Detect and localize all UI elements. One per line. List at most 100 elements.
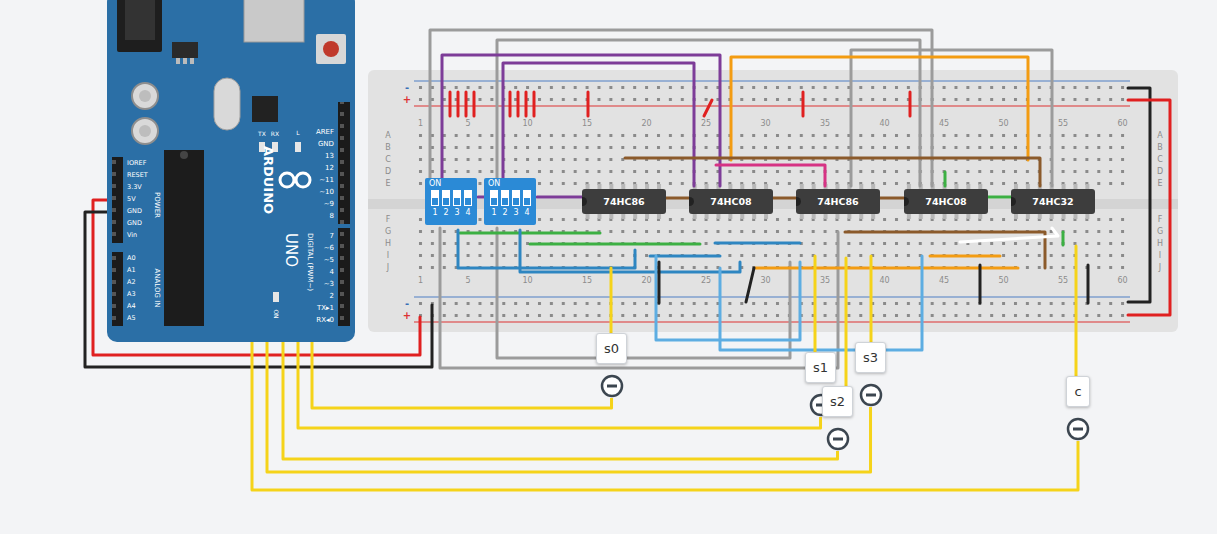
pin-label: A5 [127, 315, 136, 322]
breadboard-label: B [385, 144, 391, 152]
pin-label: ~5 [324, 257, 334, 264]
jumper-wire [587, 92, 590, 116]
switch-label: 2 [502, 209, 507, 217]
breadboard-label: 20 [642, 120, 652, 128]
pin-label: IOREF [127, 160, 146, 167]
breadboard-label: H [385, 240, 391, 248]
breadboard-label: J [387, 264, 389, 272]
jumper-wire [960, 228, 1058, 242]
breadboard-label: H [1157, 240, 1163, 248]
arduino-board: AREFGND1312~11~10~987~6~54~32TX▸1RX◂0DIG… [107, 0, 355, 342]
switch-label: 1 [491, 209, 496, 217]
jumper-wire [731, 57, 1028, 160]
logo [280, 173, 294, 187]
logic-chip: 74HC86 [796, 189, 880, 214]
rail-line [414, 297, 1130, 298]
jumper-wire [440, 228, 838, 368]
voltage-probe: s0 [596, 333, 627, 398]
probe-label: c [1066, 376, 1089, 407]
breadboard-label: + [403, 95, 411, 105]
probe-terminal [1066, 417, 1090, 441]
breadboard-label: 25 [701, 277, 711, 285]
led [273, 292, 279, 302]
probe-wire [252, 342, 1078, 490]
breadboard-label: D [1157, 168, 1163, 176]
pin-label: UNO [283, 233, 298, 267]
pin-label: ~6 [324, 245, 334, 252]
switch-slider [454, 198, 460, 205]
chip-label: 74HC86 [603, 197, 644, 207]
breadboard-label: 40 [880, 120, 890, 128]
breadboard-label: 5 [466, 120, 471, 128]
jumper-wire [720, 256, 922, 350]
jumper-wire [851, 50, 1052, 186]
pin-label: A3 [127, 291, 136, 298]
jumper-wire [430, 30, 932, 186]
jumper-wire [442, 55, 720, 186]
pin-label: L [296, 130, 299, 136]
pin-label: A4 [127, 303, 136, 310]
switch-window [442, 190, 450, 206]
pin-label: ~3 [324, 281, 334, 288]
breadboard-label: C [385, 156, 391, 164]
switch-window [464, 190, 472, 206]
power-wire [1128, 100, 1170, 315]
pin-header [338, 228, 350, 326]
probe-label: s0 [596, 333, 627, 364]
pin-label: 4 [330, 269, 334, 276]
jumper-wire [658, 262, 661, 303]
switch-window [453, 190, 461, 206]
voltage-probe: s3 [855, 342, 886, 407]
switch-label: ON [429, 180, 441, 188]
jumper-wire [537, 196, 582, 199]
probe-terminal [1073, 428, 1083, 431]
pin-label: 7 [330, 233, 334, 240]
jumper-wire [650, 255, 720, 258]
rail-line [414, 81, 1130, 82]
probe-lead [1075, 246, 1078, 379]
breadboard-label: 1 [418, 120, 423, 128]
probe-lead [814, 256, 817, 355]
crystal [214, 78, 240, 130]
pin-label: A2 [127, 279, 136, 286]
breadboard-label: J [1159, 264, 1161, 272]
breadboard-label: 5 [466, 277, 471, 285]
chip-legs [1011, 214, 1095, 219]
breadboard-label: 45 [939, 120, 949, 128]
led [295, 142, 301, 152]
breadboard-label: 30 [761, 120, 771, 128]
pin-label: 8 [330, 213, 334, 220]
jumper-wire [666, 197, 689, 200]
jumper-wire [503, 63, 694, 186]
probe-terminal [602, 376, 622, 396]
breadboard [368, 70, 1178, 332]
pin-label: POWER [153, 192, 160, 218]
jumper-wire [473, 92, 476, 116]
power-jack [117, 0, 162, 52]
probe-terminal [861, 385, 881, 405]
pin-label: RX◂0 [316, 317, 334, 324]
switch-slider [432, 198, 438, 205]
pin-label: ~11 [319, 177, 334, 184]
breadboard-label: 25 [701, 120, 711, 128]
probe-wire [283, 342, 838, 459]
switch-slider [491, 198, 497, 205]
probe-terminal [833, 438, 843, 441]
probe-terminal [828, 429, 848, 449]
probe-label: s2 [822, 386, 853, 417]
breadboard-label: 60 [1118, 120, 1128, 128]
chip-legs [904, 214, 988, 219]
pin-label: ON [273, 309, 279, 318]
jumper-wire [509, 92, 512, 116]
chip-legs [796, 214, 880, 219]
jumper-wire [530, 243, 700, 246]
chip-label: 74HC08 [925, 197, 966, 207]
probe-lead [610, 268, 613, 336]
breadboard-label: F [386, 216, 391, 224]
power-jack [125, 0, 155, 40]
pin-label: A0 [127, 255, 136, 262]
breadboard-label: 10 [523, 277, 533, 285]
jumper-wire [525, 92, 528, 116]
capacitor [132, 118, 158, 144]
